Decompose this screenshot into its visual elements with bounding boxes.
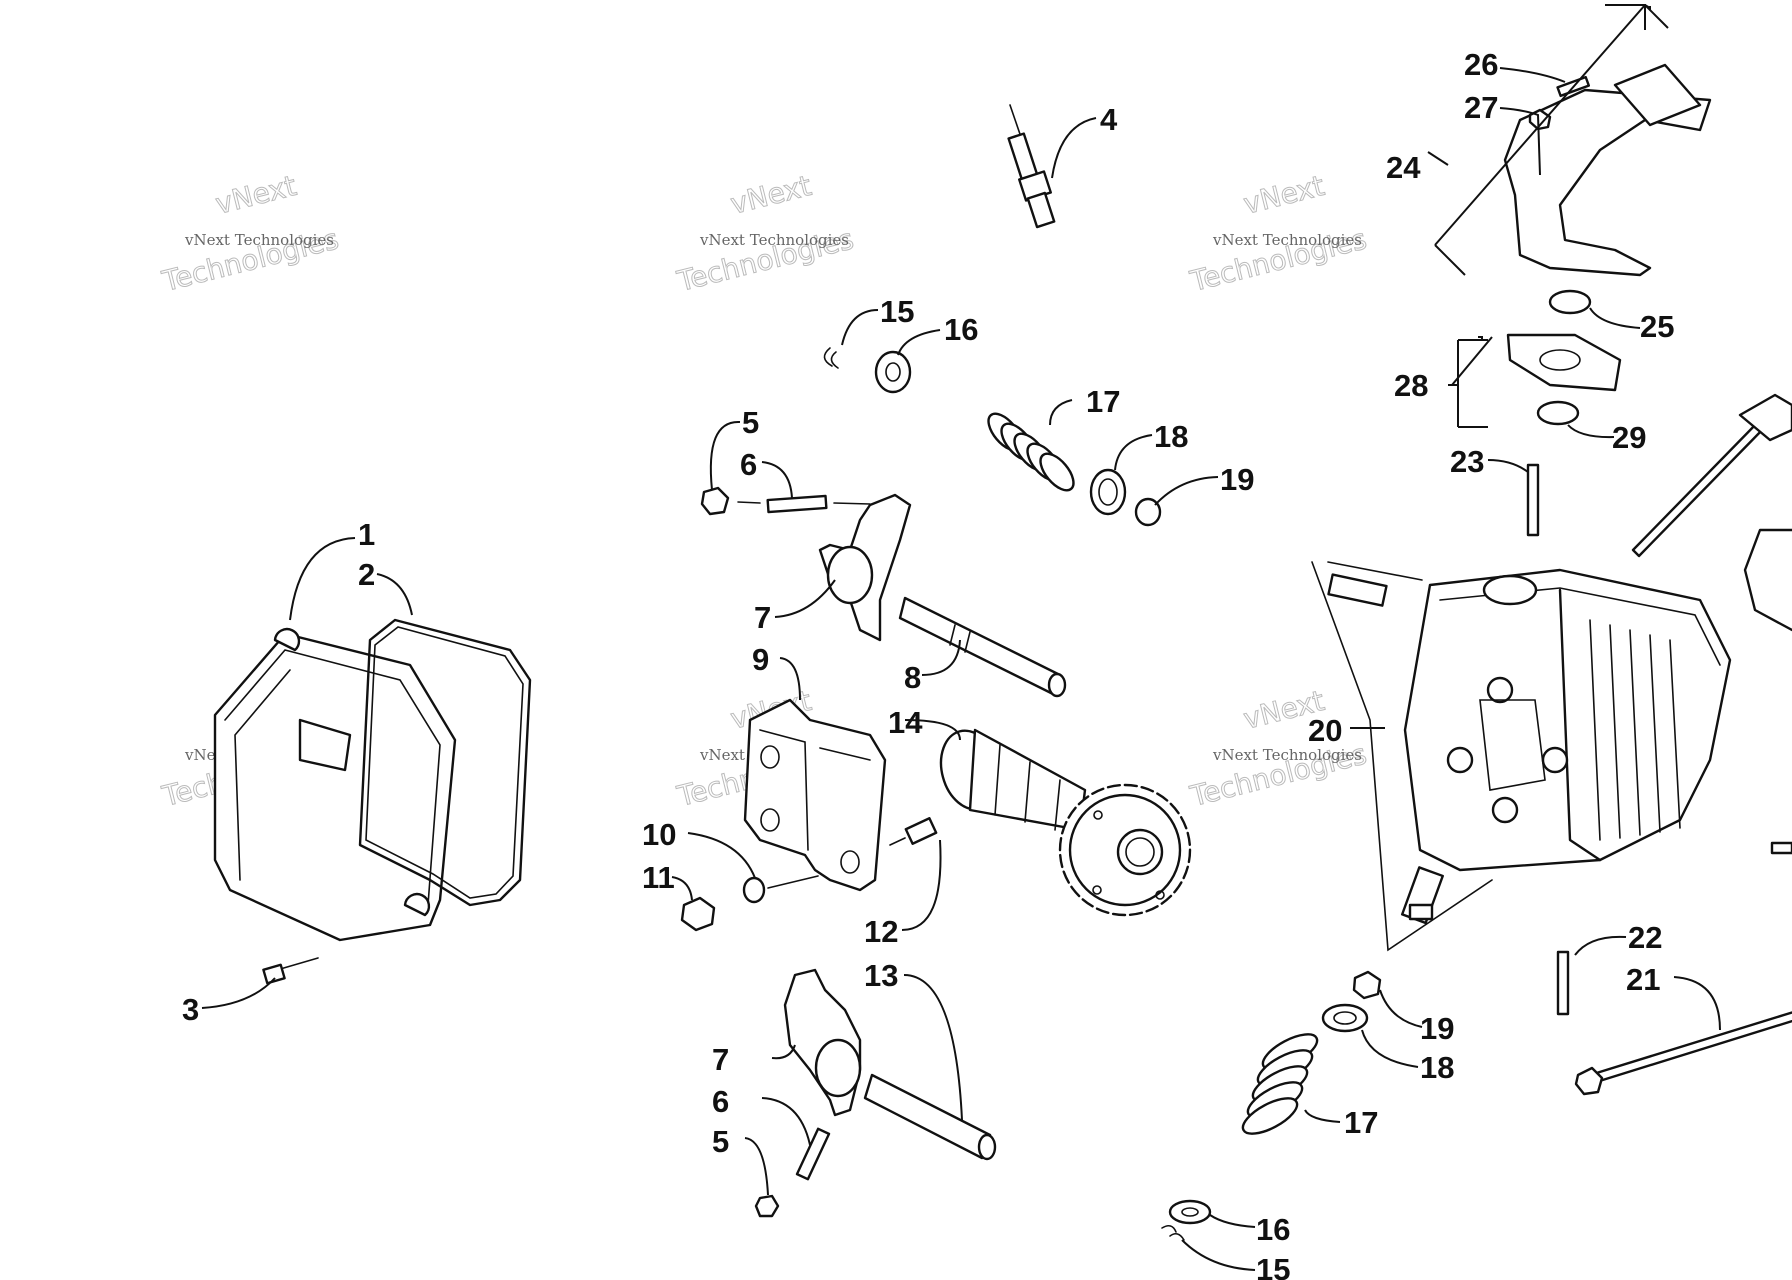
assembly-line <box>767 875 819 889</box>
callout-25: 25 <box>1640 309 1674 344</box>
callout-17-lower: 17 <box>1344 1105 1378 1140</box>
watermark: vNext Technologies vNext Technologies <box>1186 168 1370 298</box>
valve-spring <box>987 412 1075 492</box>
watermark-text: vNext Technologies <box>699 231 849 249</box>
callout-16-upper: 16 <box>944 312 978 347</box>
callout-6-upper: 6 <box>740 447 757 482</box>
valve-spring-retainer <box>874 350 912 394</box>
valve-cover-gasket <box>358 618 532 907</box>
callout-29: 29 <box>1612 420 1646 455</box>
watermark: vNext Technologies vNext Technologies <box>673 168 857 298</box>
callout-8: 8 <box>904 660 921 695</box>
callout-6-lower: 6 <box>712 1084 729 1119</box>
callout-26: 26 <box>1464 47 1498 82</box>
callout-12: 12 <box>864 914 898 949</box>
rocker-arm-bushing <box>826 545 874 605</box>
watermark-text: vNext Technologies <box>1212 746 1362 764</box>
watermark-text: vNext <box>212 169 299 221</box>
callout-19-lower: 19 <box>1420 1011 1454 1046</box>
callout-27: 27 <box>1464 90 1498 125</box>
spring-seat-washer <box>1089 468 1127 516</box>
rocker-shaft <box>898 596 1067 698</box>
callout-4: 4 <box>1100 102 1118 137</box>
o-ring <box>1548 289 1592 315</box>
stud-bolt <box>1526 463 1540 537</box>
long-bolt <box>1574 1011 1792 1096</box>
callout-5-upper: 5 <box>742 405 759 440</box>
callout-14: 14 <box>888 705 923 740</box>
callout-17-upper: 17 <box>1086 384 1120 419</box>
spring-seat-washer-hole <box>1333 1011 1357 1025</box>
callout-19-upper: 19 <box>1220 462 1254 497</box>
callout-22: 22 <box>1628 920 1662 955</box>
rocker-shaft <box>863 1073 992 1160</box>
cam-sprocket <box>1058 783 1192 917</box>
adjuster-screw <box>795 1127 831 1181</box>
o-ring <box>1536 400 1580 426</box>
valve-spring-retainer <box>1168 1199 1212 1225</box>
callout-21: 21 <box>1626 962 1660 997</box>
valve-keeper <box>1161 1224 1185 1241</box>
callout-7-lower: 7 <box>712 1042 729 1077</box>
cover-bolt <box>262 957 319 985</box>
valve-cover <box>213 627 457 942</box>
watermark-text: vNext <box>1240 169 1327 221</box>
valve-stem-seal <box>1134 497 1162 527</box>
holder-washer <box>742 876 766 904</box>
adjuster-screw <box>766 494 828 514</box>
watermark: vNext Technologies vNext Technologies <box>158 168 342 298</box>
assembly-line <box>737 501 871 505</box>
callout-16-lower: 16 <box>1256 1212 1290 1247</box>
callout-13: 13 <box>864 958 898 993</box>
callout-7-upper: 7 <box>754 600 771 635</box>
rocker-shaft-end <box>977 1133 997 1161</box>
callout-11: 11 <box>642 860 675 895</box>
callout-1: 1 <box>358 517 375 552</box>
spark-plug <box>1007 104 1056 229</box>
callout-15-upper: 15 <box>880 294 914 329</box>
valve-spring-retainer-hole <box>885 362 901 382</box>
camshaft-holder <box>743 698 887 892</box>
holder-nut <box>680 896 716 932</box>
callout-9: 9 <box>752 642 769 677</box>
callout-10: 10 <box>642 817 676 852</box>
callout-18-lower: 18 <box>1420 1050 1454 1085</box>
valve-spring <box>1241 1033 1319 1135</box>
adjuster-nut <box>754 1194 780 1218</box>
valve-stem-seal <box>1352 970 1382 1000</box>
leader-lines <box>201 4 1721 1271</box>
callout-5-lower: 5 <box>712 1124 729 1159</box>
intake-pipe <box>1503 63 1712 277</box>
dowel-pin <box>904 817 938 845</box>
watermark-text: vNext <box>727 169 814 221</box>
rocker-arm-bushing <box>814 1038 862 1098</box>
callout-24: 24 <box>1386 150 1421 185</box>
valve-cover-gasket-inner <box>365 626 524 899</box>
stud-bolt <box>1770 841 1792 855</box>
callout-20: 20 <box>1308 713 1342 748</box>
intake-insulator <box>1506 333 1622 392</box>
spring-seat-washer <box>1321 1003 1369 1033</box>
callout-2: 2 <box>358 557 375 592</box>
callout-15-lower: 15 <box>1256 1252 1290 1280</box>
callout-28: 28 <box>1394 368 1428 403</box>
callout-labels: 1 2 3 4 5 6 7 8 9 10 11 12 13 14 15 16 1… <box>182 47 1674 1280</box>
assembly-line <box>889 837 906 846</box>
callout-23: 23 <box>1450 444 1484 479</box>
callout-18-upper: 18 <box>1154 419 1188 454</box>
head-gasket-partial <box>1743 528 1792 632</box>
adjuster-nut <box>700 486 730 516</box>
valve-keeper <box>823 347 839 369</box>
valve-spring-retainer-hole <box>1181 1207 1199 1217</box>
stud-bolt <box>1556 950 1570 1016</box>
spring-seat-washer-hole <box>1098 478 1118 506</box>
watermark: vNext Technologies vNext Technologies <box>1186 683 1370 813</box>
camshaft <box>939 728 1087 832</box>
watermark-text: vNext Technologies <box>1212 231 1362 249</box>
callout-3: 3 <box>182 992 199 1027</box>
watermark-text: vNext Technologies <box>184 231 334 249</box>
valve <box>1631 393 1792 558</box>
cylinder-head <box>1311 561 1732 952</box>
